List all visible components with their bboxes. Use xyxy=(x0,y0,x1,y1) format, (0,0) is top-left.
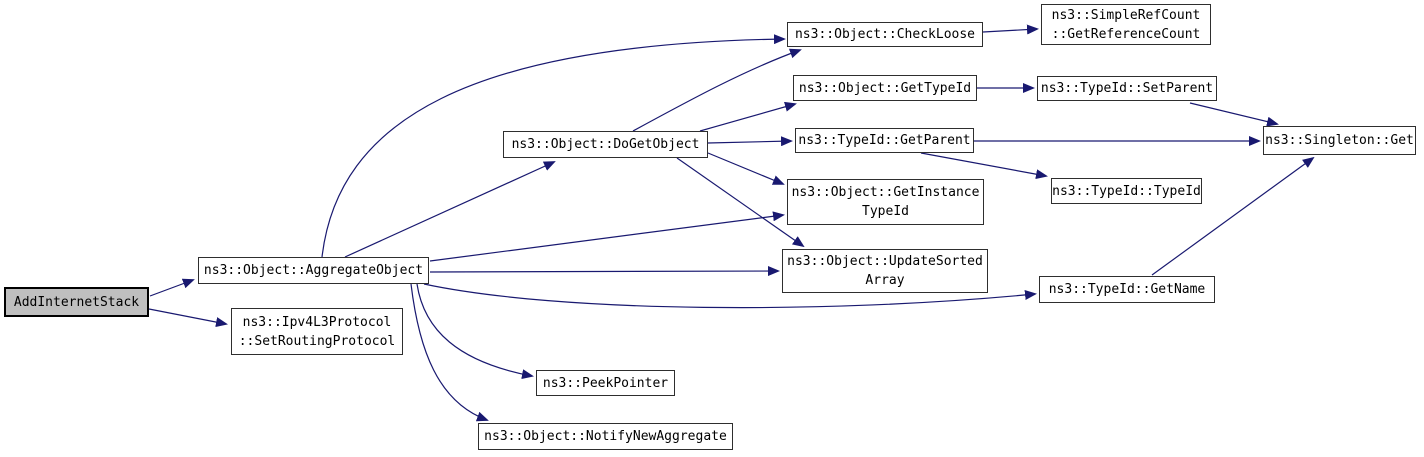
node-addinternetstack: AddInternetStack xyxy=(4,287,149,317)
edge-checkloose-to-getreferencecount xyxy=(982,24,1039,35)
node-notifynewaggregate[interactable]: ns3::Object::NotifyNewAggregate xyxy=(478,423,733,450)
edge-dogetobject-to-gettypeid xyxy=(699,101,797,132)
node-label: ns3::PeekPointer xyxy=(542,375,669,391)
edge-dogetobject-to-updatesortedarray xyxy=(676,157,805,248)
node-setroutingprotocol[interactable]: ns3::Ipv4L3Protocol ::SetRoutingProtocol xyxy=(231,308,403,355)
node-label: ns3::TypeId::TypeId xyxy=(1052,183,1201,199)
edge-setparent-to-singletonget xyxy=(1189,102,1279,127)
node-gettypeid[interactable]: ns3::Object::GetTypeId xyxy=(793,75,977,101)
node-label: ns3::TypeId::GetParent xyxy=(798,133,971,148)
node-updatesortedarray[interactable]: ns3::Object::UpdateSorted Array xyxy=(782,249,988,293)
edge-aggregateobject-to-notifynewaggregate xyxy=(410,283,489,422)
edge-dogetobject-to-checkloose xyxy=(632,48,802,132)
edge-addinternetstack-to-aggregateobject xyxy=(149,278,195,297)
node-label: ns3::Object::NotifyNewAggregate xyxy=(484,429,727,444)
node-dogetobject[interactable]: ns3::Object::DoGetObject xyxy=(503,131,708,158)
node-label: TypeId xyxy=(862,204,909,219)
node-label: ns3::Object::DoGetObject xyxy=(511,137,700,152)
node-checkloose[interactable]: ns3::Object::CheckLoose xyxy=(787,22,983,47)
node-singletonget[interactable]: ns3::Singleton::Get xyxy=(1263,126,1416,155)
node-label: AddInternetStack xyxy=(13,294,140,310)
edge-dogetobject-to-getinstancetypeid xyxy=(707,152,785,185)
node-label: ns3::Object::CheckLoose xyxy=(794,27,975,42)
node-getinstancetypeid[interactable]: ns3::Object::GetInstance TypeId xyxy=(787,179,984,225)
edge-getparent-to-typeidtypeid xyxy=(920,152,1048,180)
edge-aggregateobject-to-updatesortedarray xyxy=(429,266,780,277)
node-label: ns3::TypeId::SetParent xyxy=(1040,81,1214,96)
node-label: ns3::Object::AggregateObject xyxy=(203,263,424,278)
node-label: Array xyxy=(865,273,905,288)
edge-aggregateobject-to-checkloose xyxy=(321,34,786,258)
node-label: ::GetReferenceCount xyxy=(1051,26,1201,42)
node-label: ns3::Ipv4L3Protocol xyxy=(242,314,392,330)
node-getname[interactable]: ns3::TypeId::GetName xyxy=(1039,276,1215,303)
node-setparent[interactable]: ns3::TypeId::SetParent xyxy=(1037,76,1217,101)
node-getparent[interactable]: ns3::TypeId::GetParent xyxy=(795,128,974,153)
node-peekpointer[interactable]: ns3::PeekPointer xyxy=(536,370,675,396)
edge-aggregateobject-to-getname xyxy=(423,283,1037,309)
node-label: ns3::TypeId::GetName xyxy=(1048,282,1206,297)
node-typeidtypeid[interactable]: ns3::TypeId::TypeId xyxy=(1051,178,1202,204)
node-getreferencecount[interactable]: ns3::SimpleRefCount ::GetReferenceCount xyxy=(1041,4,1211,45)
edge-aggregateobject-to-dogetobject xyxy=(344,161,556,258)
node-label: ns3::Object::GetInstance xyxy=(791,185,980,200)
node-label: ::SetRoutingProtocol xyxy=(238,333,396,349)
edge-aggregateobject-to-peekpointer xyxy=(416,283,534,380)
node-label: ns3::Singleton::Get xyxy=(1265,133,1414,148)
node-label: ns3::Object::GetTypeId xyxy=(798,80,972,96)
edge-dogetobject-to-getparent xyxy=(707,136,793,147)
edge-getname-to-singletonget xyxy=(1151,156,1315,276)
node-label: ns3::SimpleRefCount xyxy=(1051,7,1201,23)
node-aggregateobject[interactable]: ns3::Object::AggregateObject xyxy=(198,257,429,284)
edge-addinternetstack-to-setroutingprotocol xyxy=(148,308,228,327)
node-label: ns3::Object::UpdateSorted xyxy=(787,254,983,269)
edge-aggregateobject-to-getinstancetypeid xyxy=(429,211,785,262)
